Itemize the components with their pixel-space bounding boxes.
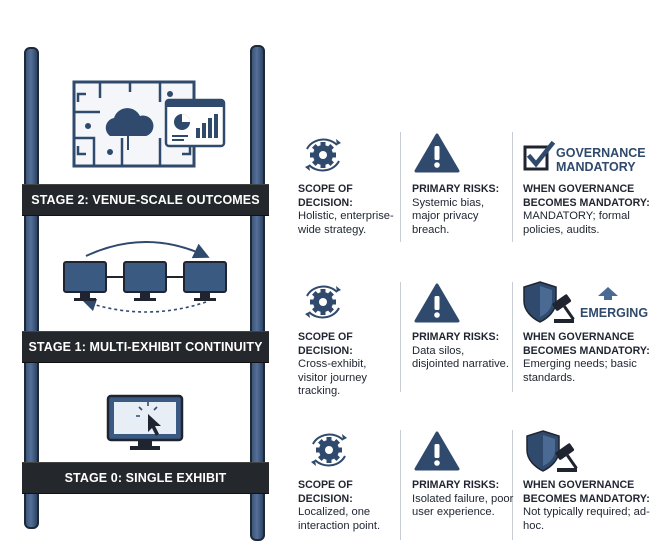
column-divider — [512, 430, 513, 540]
gear-cycle-icon — [311, 433, 347, 467]
governance-text: Emerging needs; basic standards. — [523, 358, 637, 384]
column-divider — [400, 430, 401, 540]
scope-label: SCOPE OF DECISION: — [298, 331, 353, 357]
stage-2-banner: STAGE 2: VENUE-SCALE OUTCOMES — [22, 184, 269, 216]
warning-triangle-icon — [414, 431, 460, 471]
scope-text: Cross-exhibit, visitor journey tracking. — [298, 358, 368, 398]
risks-label: PRIMARY RISKS: — [412, 479, 500, 491]
risks-label: PRIMARY RISKS: — [412, 183, 500, 195]
risks-text: Isolated failure, poor user experience. — [412, 492, 514, 519]
governance-text: Not typically required; ad-hoc. — [523, 506, 650, 532]
risks-text: Systemic bias, major privacy breach. — [412, 196, 485, 236]
stage-0-title: STAGE 0: SINGLE EXHIBIT — [64, 471, 227, 485]
ladder-right-rail — [250, 45, 265, 541]
primary-risks-stage-0: PRIMARY RISKS: Isolated failure, poor us… — [412, 479, 516, 520]
connected-monitors-icon — [63, 241, 227, 313]
governance-label: WHEN GOVERNANCE BECOMES MANDATORY: — [523, 331, 650, 357]
shield-gavel-icon — [523, 281, 575, 323]
scope-label: SCOPE OF DECISION: — [298, 183, 353, 209]
primary-risks-stage-1: PRIMARY RISKS: Data silos, disjointed na… — [412, 331, 510, 372]
badge-line-1: GOVERNANCE — [556, 146, 646, 160]
stage-1-title: STAGE 1: MULTI-EXHIBIT CONTINUITY — [28, 340, 263, 354]
governance-text: MANDATORY; formal policies, audits. — [523, 210, 630, 236]
gear-cycle-icon — [305, 138, 341, 172]
governance-mandatory-badge: GOVERNANCE MANDATORY — [556, 146, 646, 174]
column-divider — [400, 132, 401, 242]
risks-text: Data silos, disjointed narrative. — [412, 344, 510, 371]
column-divider — [512, 282, 513, 392]
stage-0-banner: STAGE 0: SINGLE EXHIBIT — [22, 462, 269, 494]
badge-line-1: EMERGING — [580, 306, 649, 320]
stage-2-title: STAGE 2: VENUE-SCALE OUTCOMES — [31, 193, 260, 207]
emerging-badge: EMERGING — [580, 306, 648, 320]
up-arrow-icon — [598, 287, 618, 300]
scope-of-decision-stage-1: SCOPE OF DECISION: Cross-exhibit, visito… — [298, 331, 398, 399]
governance-label: WHEN GOVERNANCE BECOMES MANDATORY: — [523, 183, 650, 209]
floorplan-cloud-dashboard-icon — [72, 80, 226, 168]
column-divider — [400, 282, 401, 392]
governance-stage-0: WHEN GOVERNANCE BECOMES MANDATORY: Not t… — [523, 479, 653, 533]
checkbox-check-icon — [523, 141, 555, 171]
stage-1-banner: STAGE 1: MULTI-EXHIBIT CONTINUITY — [22, 331, 269, 363]
scope-of-decision-stage-0: SCOPE OF DECISION: Localized, one intera… — [298, 479, 398, 533]
warning-triangle-icon — [414, 133, 460, 173]
governance-stage-1: WHEN GOVERNANCE BECOMES MANDATORY: Emerg… — [523, 331, 653, 385]
scope-label: SCOPE OF DECISION: — [298, 479, 353, 505]
scope-of-decision-stage-2: SCOPE OF DECISION: Holistic, enterprise-… — [298, 183, 398, 237]
primary-risks-stage-2: PRIMARY RISKS: Systemic bias, major priv… — [412, 183, 510, 237]
warning-triangle-icon — [414, 283, 460, 323]
shield-gavel-icon — [526, 430, 578, 472]
badge-line-2: MANDATORY — [556, 160, 636, 174]
gear-cycle-icon — [305, 285, 341, 319]
risks-label: PRIMARY RISKS: — [412, 331, 500, 343]
monitor-cursor-icon — [106, 394, 184, 450]
column-divider — [512, 132, 513, 242]
governance-stage-2: WHEN GOVERNANCE BECOMES MANDATORY: MANDA… — [523, 183, 653, 237]
ladder-left-rail — [24, 47, 39, 529]
scope-text: Localized, one interaction point. — [298, 506, 381, 532]
scope-text: Holistic, enterprise-wide strategy. — [298, 210, 394, 236]
governance-label: WHEN GOVERNANCE BECOMES MANDATORY: — [523, 479, 650, 505]
